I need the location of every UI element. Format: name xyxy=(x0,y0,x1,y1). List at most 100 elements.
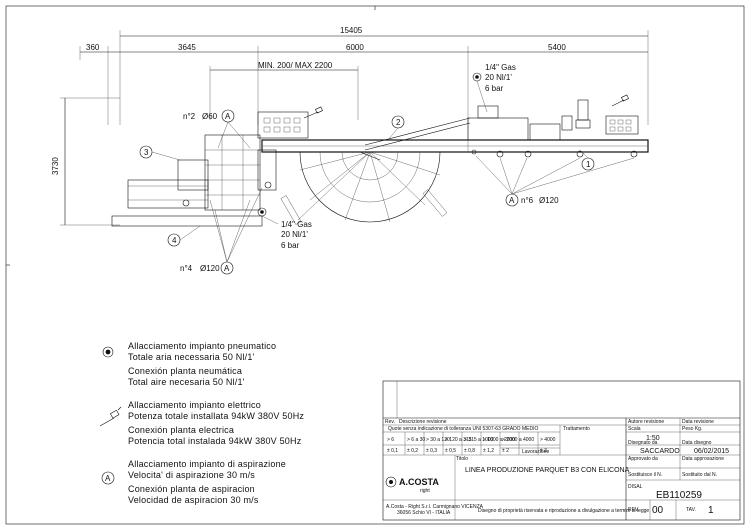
machine-plan xyxy=(111,99,649,227)
tb-company-2: 36056 Schio VI - ITALIA xyxy=(397,510,451,516)
tb-lavorazione: Lavorazione xyxy=(522,449,549,455)
legend-electric-es1: Conexión planta electrica xyxy=(128,425,234,435)
title-block: Rev. Descrizione revisione Quote senza i… xyxy=(382,380,741,521)
tb-data-rev: Data revisione xyxy=(682,419,714,425)
tb-disegnato-label: Disegnato da xyxy=(628,440,658,446)
label-n4-a: A xyxy=(224,264,230,273)
tol-value-5: ± 1,2 xyxy=(483,448,494,454)
dim-section-c: 5400 xyxy=(548,43,566,52)
gas-left-l3: 6 bar xyxy=(281,241,300,250)
tb-data-appr: Data approvazione xyxy=(682,456,724,462)
legend-electric-it1: Allacciamento impianto elettrico xyxy=(128,400,261,410)
tol-range-1: > 6 a 30 xyxy=(407,437,425,443)
aspiration-icon xyxy=(101,471,115,485)
gas-right-l1: 1/4" Gas xyxy=(485,63,516,72)
tol-range-0: > 6 xyxy=(387,437,394,443)
callout-4: 4 xyxy=(172,236,177,245)
dimension-group: 15405 360 3645 6000 5400 MIN. 200/ MAX 2… xyxy=(51,26,649,226)
label-n2-dia: Ø60 xyxy=(202,112,218,121)
brand-sub: right xyxy=(420,488,430,494)
dim-height: 3730 xyxy=(51,157,60,175)
legend-aspiration-it2: Velocita' di aspirazione 30 m/s xyxy=(128,470,255,480)
tol-range-4: > 315 a 1000 xyxy=(464,437,494,443)
gas-left-l2: 20 Nl/1' xyxy=(281,230,308,239)
tb-scala-label: Scala xyxy=(628,426,641,432)
tol-value-7: ± 3 xyxy=(540,448,547,454)
drive-unit xyxy=(467,117,529,141)
legend-aspiration-es2: Velocidad de aspiracion 30 m/s xyxy=(128,495,259,505)
tb-rev-no: 00 xyxy=(652,505,664,516)
tol-value-4: ± 0,8 xyxy=(464,448,475,454)
tol-range-3: > 120 a 315 xyxy=(445,437,472,443)
tol-range-5: > 1000 a 2000 xyxy=(483,437,515,443)
tb-disal: DISAL xyxy=(628,484,643,490)
tb-tav-label: TAV. xyxy=(686,507,696,513)
aspiration-icon-letter: A xyxy=(105,474,111,483)
legend-pneumatic-es2: Total aire necesaria 50 Nl/1' xyxy=(128,377,245,387)
dim-section-a: 3645 xyxy=(178,43,196,52)
label-n6-dia: Ø120 xyxy=(539,196,559,205)
callout-1: 1 xyxy=(586,160,591,169)
tb-peso-label: Peso Kg. xyxy=(682,426,702,432)
gas-left-l1: 1/4" Gas xyxy=(281,220,312,229)
tolerance-grid xyxy=(404,432,539,455)
sheet-border xyxy=(5,5,745,525)
gas-right-l2: 20 Nl/1' xyxy=(485,73,512,82)
tol-range-2: > 30 a 120 xyxy=(426,437,450,443)
label-n2-a: A xyxy=(225,112,231,121)
legend-pneumatic-it2: Totale aria necessaria 50 Nl/1' xyxy=(128,352,255,362)
electric-plug-icon xyxy=(99,406,122,427)
gas-left: 1/4" Gas 20 Nl/1' 6 bar xyxy=(257,207,312,250)
legend-electric-it2: Potenza totale installata 94kW 380V 50Hz xyxy=(128,411,304,421)
infeed-machine xyxy=(127,179,209,209)
callout-2: 2 xyxy=(396,118,401,127)
brand-logo: A.COSTA right xyxy=(385,476,439,494)
tb-rev-desc-label: Descrizione revisione xyxy=(399,419,447,425)
plug-icon-drawing xyxy=(303,94,629,119)
tb-company: A.Costa - Right S.r.l. Carmignano VICENZ… xyxy=(386,504,484,510)
dim-left-offset: 360 xyxy=(86,43,100,52)
legend-pneumatic-es1: Conexión planta neumática xyxy=(128,366,242,376)
tb-sostituisce: Sostituisce il N. xyxy=(628,472,662,478)
label-n4-dia: Ø120 xyxy=(200,264,220,273)
tb-titolo: Titolo xyxy=(456,456,468,462)
brand-name: A.COSTA xyxy=(399,477,439,487)
control-panel xyxy=(257,111,309,139)
label-n2: n°2 xyxy=(183,112,196,121)
tb-disclaimer: Disegno di proprietà riservata e riprodu… xyxy=(478,508,649,514)
right-control-panel xyxy=(605,115,639,135)
tb-tolerance-text: Quote senza indicazione di tolleranza UN… xyxy=(388,426,538,432)
dim-section-b: 6000 xyxy=(346,43,364,52)
legend-electric-es2: Potencia total instalada 94kW 380V 50Hz xyxy=(128,436,302,446)
tol-value-0: ± 0,1 xyxy=(387,448,398,454)
tb-scala: 1:50 xyxy=(646,435,660,442)
legend: Allacciamento impianto pneumatico Totale… xyxy=(99,341,304,505)
helix-outer xyxy=(299,151,441,223)
tb-approvato: Approvato da xyxy=(628,456,658,462)
callout-3: 3 xyxy=(144,148,149,157)
tb-rev-no-label: REV. xyxy=(628,507,639,513)
tb-title: LINEA PRODUZIONE PARQUET B3 CON ELICONA xyxy=(465,467,630,474)
tb-disegnato: SACCARDO xyxy=(640,448,680,455)
tol-range-6: > 2000 a 4000 xyxy=(502,437,534,443)
callout-group: 2 3 4 1 n°2 Ø60 A n°4 Ø120 A A n°6 Ø120 xyxy=(139,109,635,275)
tb-tav-no: 1 xyxy=(708,505,714,516)
tb-rev-label: Rev. xyxy=(385,419,395,425)
tb-data-disegno-label: Data disegno xyxy=(682,440,712,446)
tb-drawing-no: EB110259 xyxy=(656,490,702,501)
gas-right-l3: 6 bar xyxy=(485,84,504,93)
tol-value-6: ± 2 xyxy=(502,448,509,454)
legend-aspiration-es1: Conexión planta de aspiracion xyxy=(128,484,255,494)
tb-data-disegno: 06/02/2015 xyxy=(694,448,729,455)
label-n6: n°6 xyxy=(521,196,534,205)
tb-autore: Autore revisione xyxy=(628,419,664,425)
tol-value-3: ± 0,5 xyxy=(445,448,456,454)
infeed-conveyor xyxy=(111,215,263,227)
dim-overall: 15405 xyxy=(340,26,363,35)
label-n6-a: A xyxy=(509,196,515,205)
legend-aspiration-it1: Allacciamento impianto di aspirazione xyxy=(128,459,286,469)
dim-min-max: MIN. 200/ MAX 2200 xyxy=(258,61,333,70)
label-n4: n°4 xyxy=(180,264,193,273)
tol-range-7: > 4000 xyxy=(540,437,556,443)
